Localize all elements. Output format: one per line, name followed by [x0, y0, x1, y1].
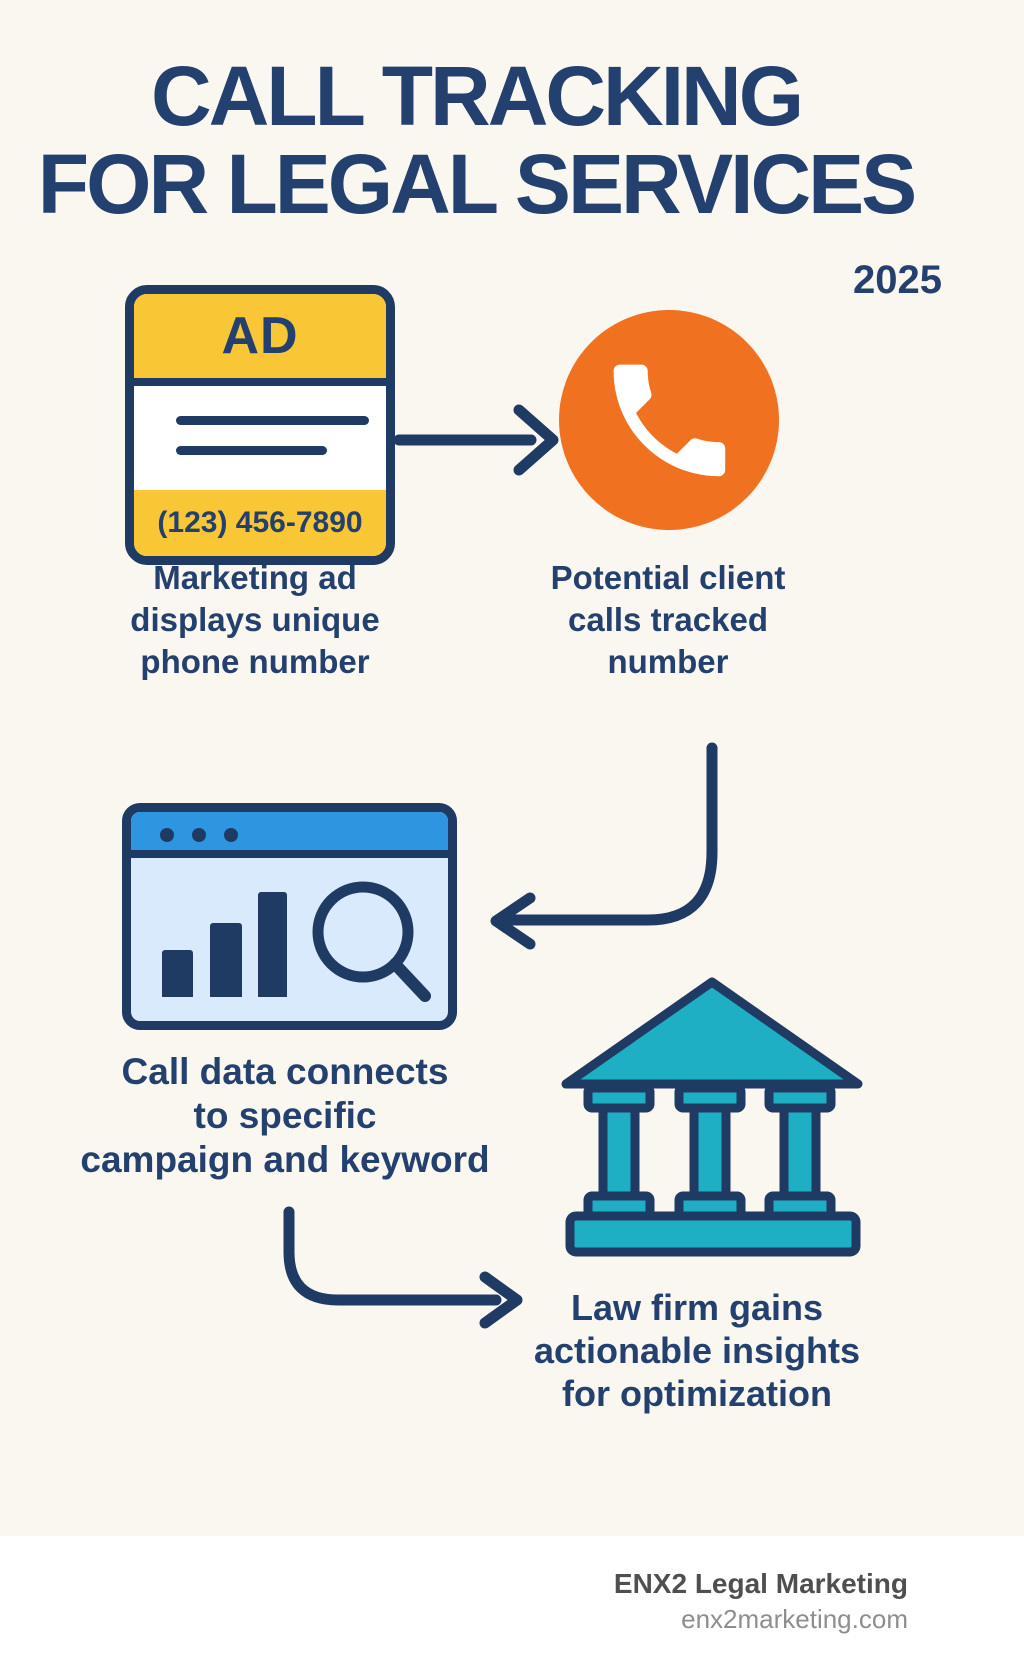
- ad-badge: AD: [134, 294, 386, 386]
- magnifier-icon: [312, 881, 431, 1002]
- step3-caption-line2: to specific: [193, 1095, 377, 1136]
- arrow-ad-to-phone-icon: [393, 404, 559, 476]
- footer: ENX2 Legal Marketing enx2marketing.com: [0, 1536, 1024, 1666]
- ad-card-body: [134, 386, 386, 490]
- footer-brand: ENX2 Legal Marketing: [613, 1568, 908, 1599]
- step4-caption-line2: actionable insights: [533, 1330, 861, 1371]
- year-label: 2025: [853, 258, 942, 302]
- ad-phone-number: (123) 456-7890: [134, 490, 386, 556]
- browser-titlebar: [131, 812, 448, 858]
- step1-caption-line3: phone number: [140, 643, 370, 680]
- ad-text-line-icon: [176, 416, 369, 425]
- bar-chart-bar-icon: [162, 950, 193, 997]
- phone-call-icon: [555, 306, 783, 534]
- step2-caption-line3: number: [607, 643, 729, 680]
- step3-caption-line1: Call data connects: [121, 1051, 449, 1092]
- ad-card-icon: AD (123) 456-7890: [125, 285, 395, 565]
- step2-caption-line2: calls tracked: [568, 601, 768, 638]
- window-dot-icon: [192, 828, 206, 842]
- step3-caption-line3: campaign and keyword: [80, 1139, 490, 1180]
- footer-website: enx2marketing.com: [681, 1604, 908, 1634]
- courthouse-icon: [561, 977, 863, 1257]
- window-dot-icon: [224, 828, 238, 842]
- step4-caption-line1: Law firm gains: [570, 1287, 824, 1328]
- ad-text-line-icon: [176, 446, 327, 455]
- bar-chart-bar-icon: [258, 892, 287, 997]
- step1-caption-line2: displays unique: [130, 601, 380, 638]
- step1-caption: Marketing ad displays unique phone numbe…: [85, 557, 425, 683]
- page-title-line2: FOR LEGAL SERVICES: [37, 137, 917, 231]
- step2-caption-line1: Potential client: [550, 559, 786, 596]
- step4-caption: Law firm gains actionable insights for o…: [472, 1286, 922, 1415]
- arrow-phone-to-browser-icon: [490, 742, 718, 950]
- step1-caption-line1: Marketing ad: [153, 559, 357, 596]
- bar-chart-bar-icon: [210, 923, 242, 997]
- window-dot-icon: [160, 828, 174, 842]
- step2-caption: Potential client calls tracked number: [498, 557, 838, 683]
- step3-caption: Call data connects to specific campaign …: [60, 1050, 510, 1182]
- analytics-browser-icon: [122, 803, 457, 1030]
- page-title-line1: CALL TRACKING: [150, 49, 804, 143]
- step4-caption-line3: for optimization: [562, 1373, 832, 1414]
- page-title: CALL TRACKING FOR LEGAL SERVICES: [0, 52, 988, 228]
